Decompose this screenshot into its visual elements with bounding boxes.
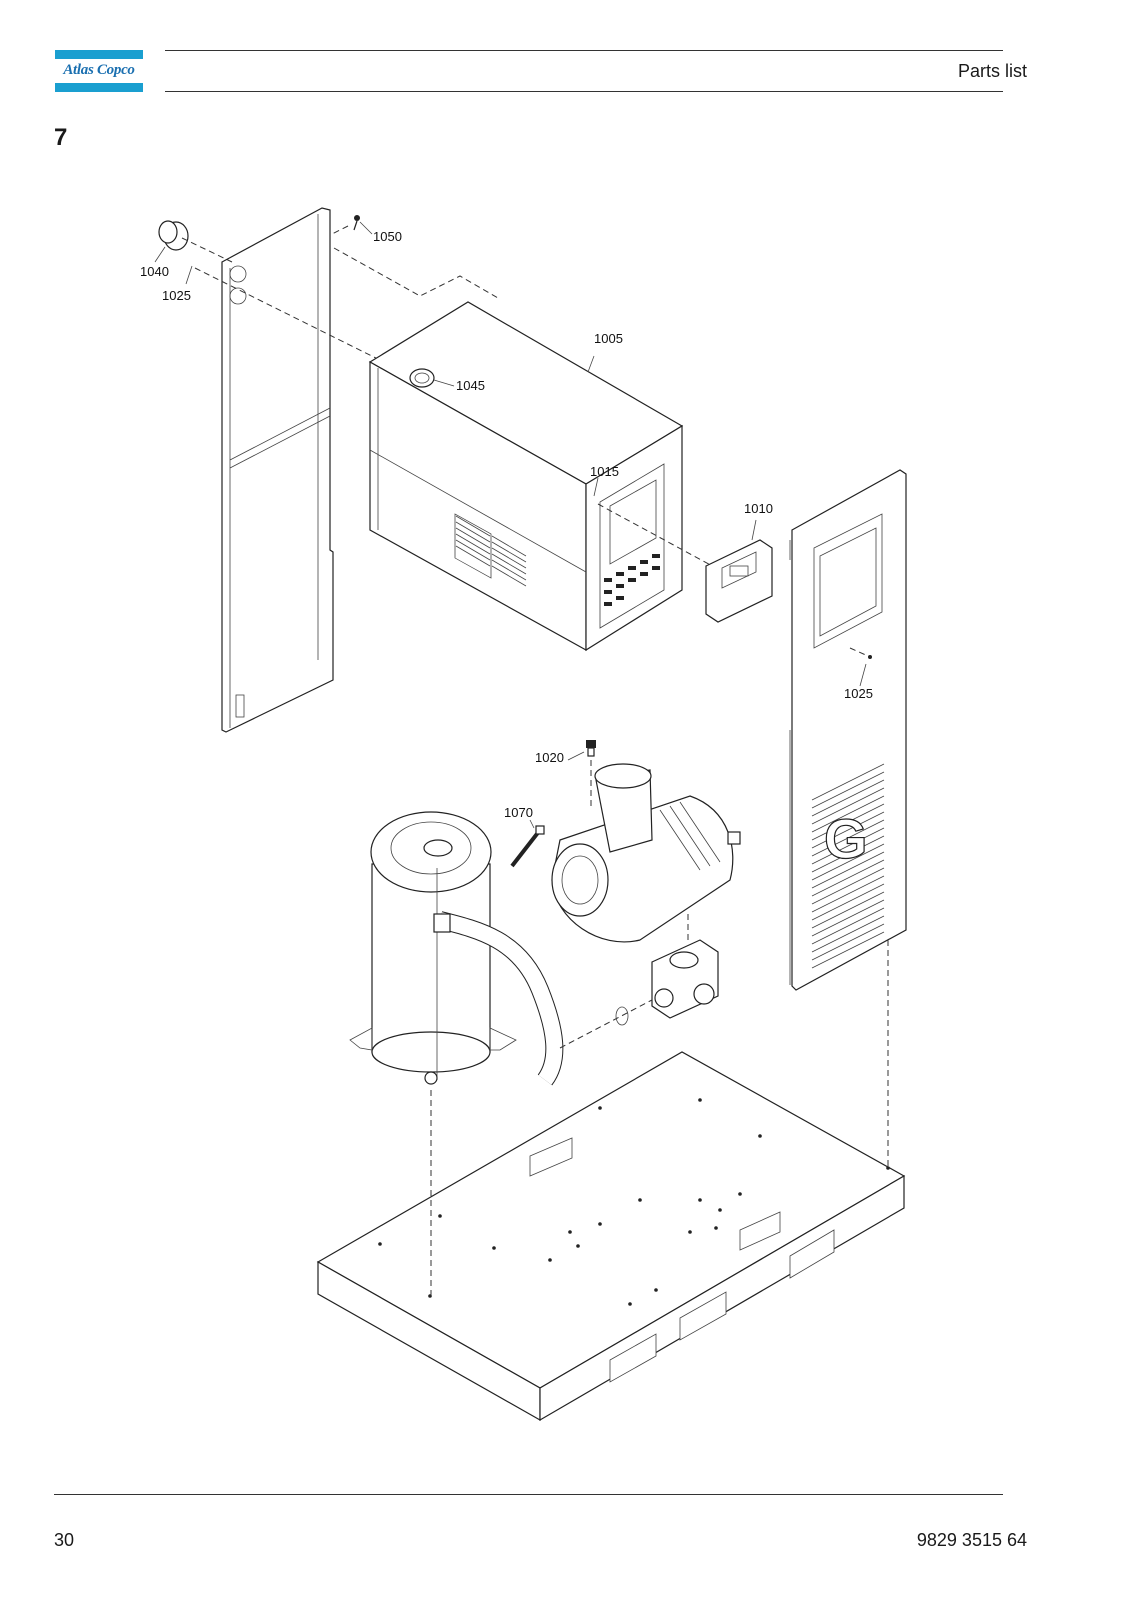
callout-1010: 1010: [744, 501, 773, 516]
callout-1020: 1020: [535, 750, 564, 765]
part-1070-temperature-sensor: [510, 819, 545, 868]
panel-logo-letter: G: [824, 807, 868, 870]
callout-1025-left: 1025: [162, 288, 191, 303]
part-1010-controller: [705, 519, 773, 623]
oil-hose: [433, 911, 564, 1086]
callout-1045: 1045: [456, 378, 485, 393]
oil-filter-housing: [651, 939, 719, 1019]
callout-1015: 1015: [590, 464, 619, 479]
right-door-panel: G: [789, 469, 907, 991]
logo-wordmark: Atlas Copco: [63, 62, 135, 78]
part-1050-screw: [353, 215, 373, 235]
part-1045-grommet: [409, 368, 455, 388]
document-number: 9829 3515 64: [916, 1530, 1027, 1550]
header-rule-bottom: [165, 91, 1003, 92]
oil-separator-vessel: [349, 811, 517, 1085]
header-rule-top: [165, 50, 1003, 51]
logo-bar-top: [55, 50, 143, 59]
callout-1070: 1070: [504, 805, 533, 820]
part-1005-frame: [368, 301, 684, 652]
footer-rule: [54, 1494, 1003, 1495]
callout-1050: 1050: [373, 229, 402, 244]
compressor-element: [551, 763, 741, 943]
page-title: Parts list: [957, 61, 1027, 81]
callout-1005: 1005: [594, 331, 623, 346]
atlas-copco-logo: Atlas Copco: [55, 50, 143, 92]
part-1040-plug: [154, 220, 189, 263]
callout-1025-right: 1025: [844, 686, 873, 701]
section-number: 7: [54, 124, 68, 151]
logo-bar-bottom: [55, 83, 143, 92]
part-1020-sensor: [567, 740, 596, 761]
callout-1040: 1040: [140, 264, 169, 279]
left-side-panel: [221, 207, 334, 733]
base-frame: [316, 1051, 906, 1422]
page-number: 30: [54, 1530, 75, 1550]
